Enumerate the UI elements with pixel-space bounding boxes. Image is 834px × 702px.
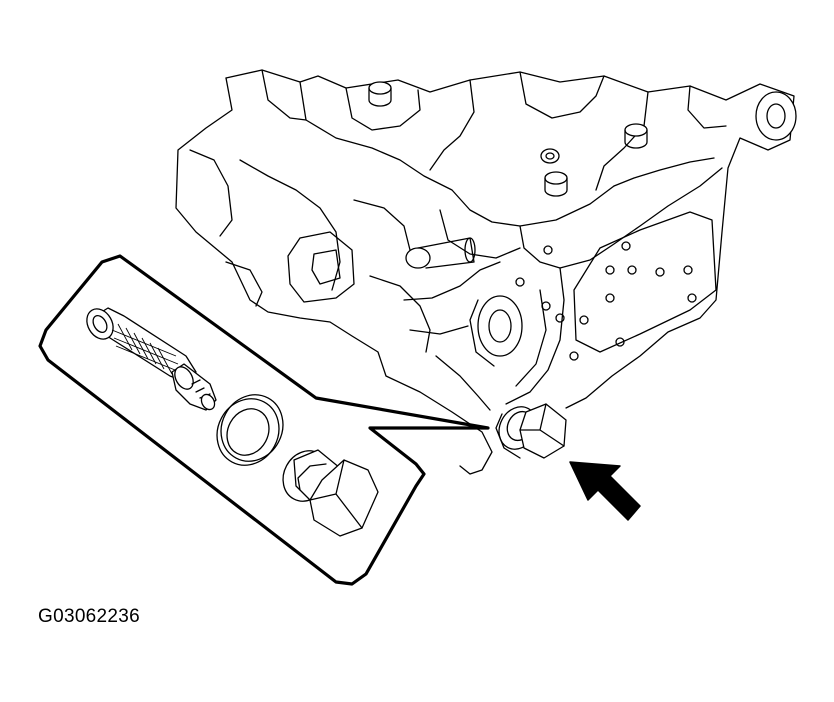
drain-plug [282,449,379,537]
pointer-arrow [569,461,641,521]
bolt-holes [515,241,697,361]
oil-strainer [86,307,217,411]
dowel-pin [544,171,568,197]
mount-boss [755,91,797,141]
dowel-pin [368,81,392,107]
engine-block [175,69,797,475]
detail-inset [38,254,490,586]
bolt-hole [540,148,560,164]
gasket-washer [216,394,284,466]
installed-drain-plug [495,403,567,459]
dowel-pin [624,123,648,149]
figure-code: G03062236 [38,606,141,627]
dowel-pin [405,237,476,269]
